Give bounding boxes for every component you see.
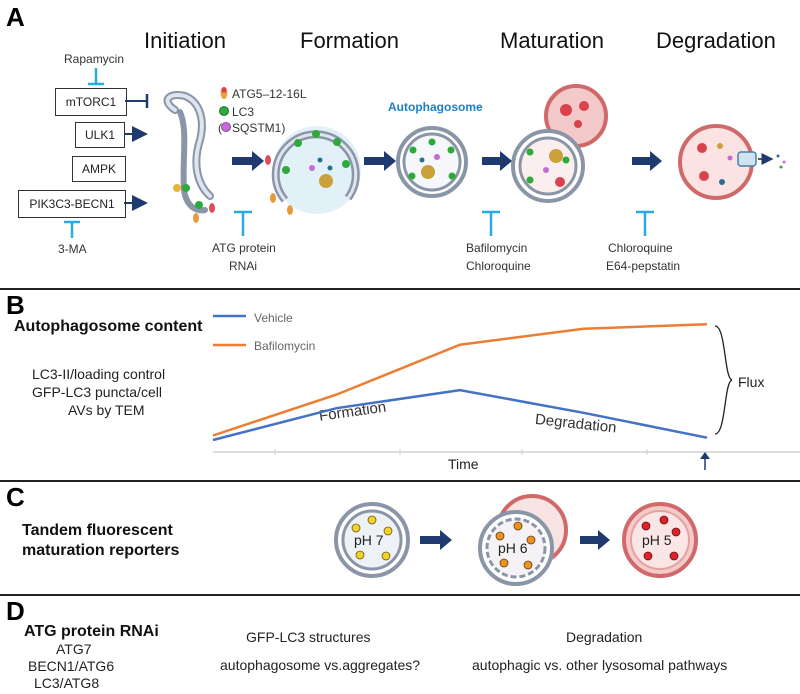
autophagosome-icon xyxy=(396,126,468,198)
legend-atg5-icon xyxy=(220,87,228,99)
arrow-to-formation-icon xyxy=(232,151,264,171)
series-line-0 xyxy=(212,388,708,442)
atg-rnai-inhibitor-icon xyxy=(234,210,252,236)
forming-autophagosome-icon xyxy=(265,126,361,215)
panel-d-title: ATG protein RNAi xyxy=(24,623,159,640)
box-mtorc1: mTORC1 xyxy=(55,88,127,116)
atg-rnai-line2: RNAi xyxy=(229,259,258,273)
legend-bafilomycin-label: Bafilomycin xyxy=(254,339,316,353)
arrow-ph7-to-ph6-icon xyxy=(420,530,452,550)
degradation-heading: Degradation xyxy=(566,629,643,645)
rapamycin-label: Rapamycin xyxy=(64,52,125,66)
ph7-vesicle-icon xyxy=(334,502,410,578)
gfp-heading: GFP-LC3 structures xyxy=(246,629,371,645)
legend-lc3-icon xyxy=(219,106,229,116)
mtorc1-inhibit-arrow xyxy=(125,94,149,108)
measure-avs-tem: AVs by TEM xyxy=(68,402,145,418)
panel-c-title-line1: Tandem fluorescent xyxy=(22,522,173,539)
stage-initiation: Initiation xyxy=(144,28,226,53)
box-ampk: AMPK xyxy=(72,156,126,182)
atg-rnai-line1: ATG protein xyxy=(212,241,276,255)
bafilomycin-line2: Chloroquine xyxy=(466,259,531,273)
box-pik3c3-becn1: PIK3C3-BECN1 xyxy=(18,190,126,218)
panel-c-letter: C xyxy=(6,482,25,512)
gfp-question: autophagosome vs.aggregates? xyxy=(220,657,421,673)
ph7-label: pH 7 xyxy=(354,532,384,548)
amphisome-icon xyxy=(511,84,608,203)
gene-becn1: BECN1/ATG6 xyxy=(28,658,115,674)
panel-b-letter: B xyxy=(6,290,25,320)
legend-sqstm1-icon xyxy=(221,122,231,132)
measure-lc3: LC3-II/loading control xyxy=(32,366,166,382)
autophagosome-label: Autophagosome xyxy=(388,100,483,114)
chloroquine-inhibitor-icon xyxy=(636,210,654,236)
stage-degradation: Degradation xyxy=(656,28,776,53)
panel-b-title: Autophagosome content xyxy=(14,318,203,335)
bafilomycin-line1: Bafilomycin xyxy=(466,241,528,255)
x-axis-label: Time xyxy=(448,456,479,472)
phagophore-icon xyxy=(163,91,215,223)
rapamycin-inhibitor-icon xyxy=(88,68,104,86)
ph5-vesicle-icon xyxy=(622,502,698,578)
chloroquine-line2: E64-pepstatin xyxy=(606,259,681,273)
stage-arrows xyxy=(232,151,662,171)
ph6-vesicle-icon xyxy=(478,494,568,586)
time-point-arrowhead-icon xyxy=(700,452,710,459)
arrow-ph6-to-ph5-icon xyxy=(580,530,610,550)
autolysosome-icon xyxy=(678,124,786,200)
panel-c-title-line2: maturation reporters xyxy=(22,542,180,559)
stage-formation: Formation xyxy=(300,28,400,53)
inhibitor-3ma-icon xyxy=(64,220,80,238)
ph5-label: pH 5 xyxy=(642,532,672,548)
degradation-question: autophagic vs. other lysosomal pathways xyxy=(472,657,728,673)
bafilomycin-inhibitor-icon xyxy=(482,210,500,236)
legend-atg5-label: ATG5–12-16L xyxy=(232,87,307,101)
divider-c-d xyxy=(0,594,800,596)
flux-brace xyxy=(714,325,733,435)
legend-lc3-label: LC3 xyxy=(232,105,255,119)
ph6-label: pH 6 xyxy=(498,540,528,556)
divider-a-b xyxy=(0,288,800,290)
arrow-to-autophagosome-icon xyxy=(364,151,396,171)
gene-lc3: LC3/ATG8 xyxy=(34,675,100,691)
legend-vehicle-label: Vehicle xyxy=(254,311,293,325)
gene-atg7: ATG7 xyxy=(56,641,92,657)
arrow-to-degradation-icon xyxy=(632,151,662,171)
panel-a-letter: A xyxy=(6,2,25,32)
box-ulk1: ULK1 xyxy=(75,122,125,148)
divider-b-c xyxy=(0,480,800,482)
chloroquine-line1: Chloroquine xyxy=(608,241,673,255)
series-line-1 xyxy=(212,323,708,437)
panel-d-letter: D xyxy=(6,596,25,626)
arrow-to-maturation-icon xyxy=(482,151,512,171)
flux-label: Flux xyxy=(738,374,765,390)
measure-gfp-lc3: GFP-LC3 puncta/cell xyxy=(32,384,162,400)
legend-paren: ( xyxy=(218,121,222,135)
legend-sqstm1-label: SQSTM1) xyxy=(232,121,286,135)
stage-maturation: Maturation xyxy=(500,28,604,53)
inhibitor-3ma-label: 3-MA xyxy=(58,242,87,256)
